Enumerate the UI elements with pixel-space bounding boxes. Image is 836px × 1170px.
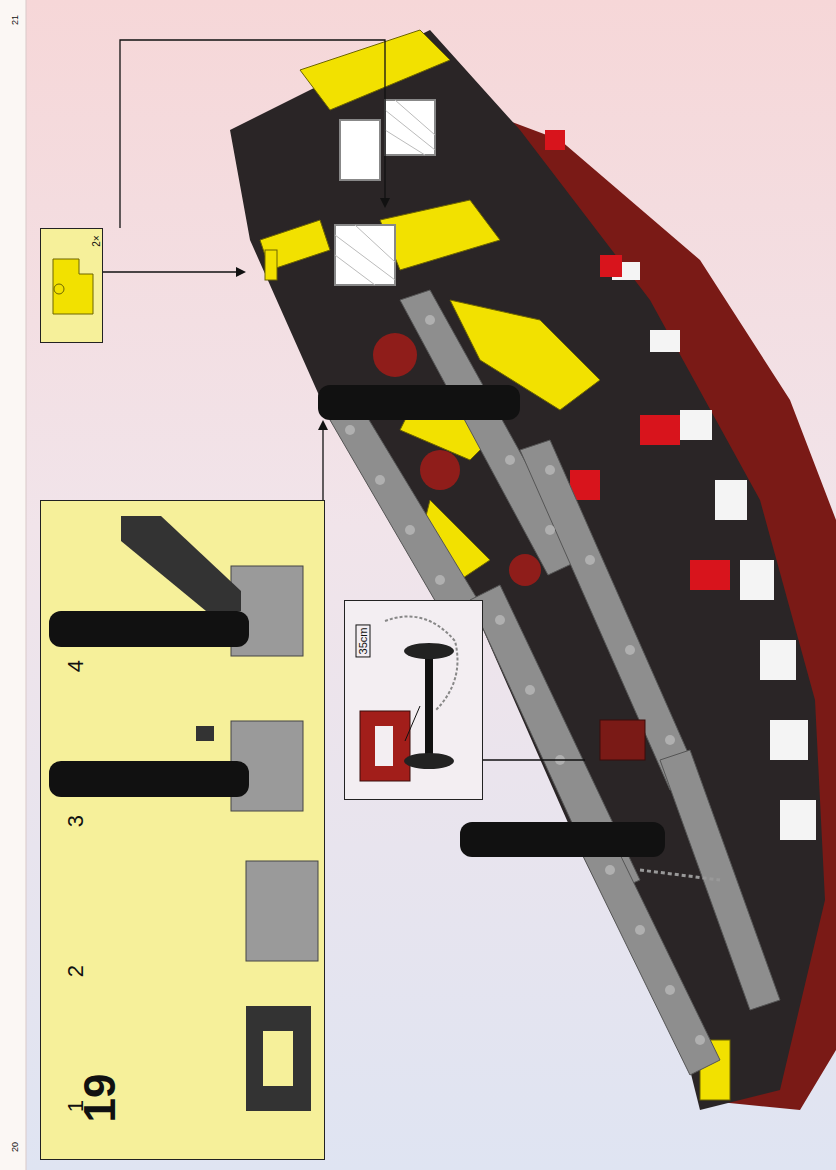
mast: [460, 822, 665, 857]
page-number: 20: [11, 1142, 20, 1152]
page-binding: [0, 0, 26, 1170]
callout-number: 2×: [92, 235, 102, 246]
page-number: 21: [11, 15, 20, 25]
mast: [318, 385, 520, 420]
step-number: 19: [78, 1074, 122, 1123]
callout-box: 2×: [40, 228, 103, 343]
sub-assembly-art: [41, 501, 326, 1161]
callout-box: 35cm: [344, 600, 483, 800]
callout-number: 2: [65, 965, 87, 977]
callout-box: 1234: [40, 500, 325, 1160]
callout-number: 35cm: [356, 625, 371, 658]
callout-number: 4: [65, 660, 87, 672]
callout-number: 3: [65, 815, 87, 827]
